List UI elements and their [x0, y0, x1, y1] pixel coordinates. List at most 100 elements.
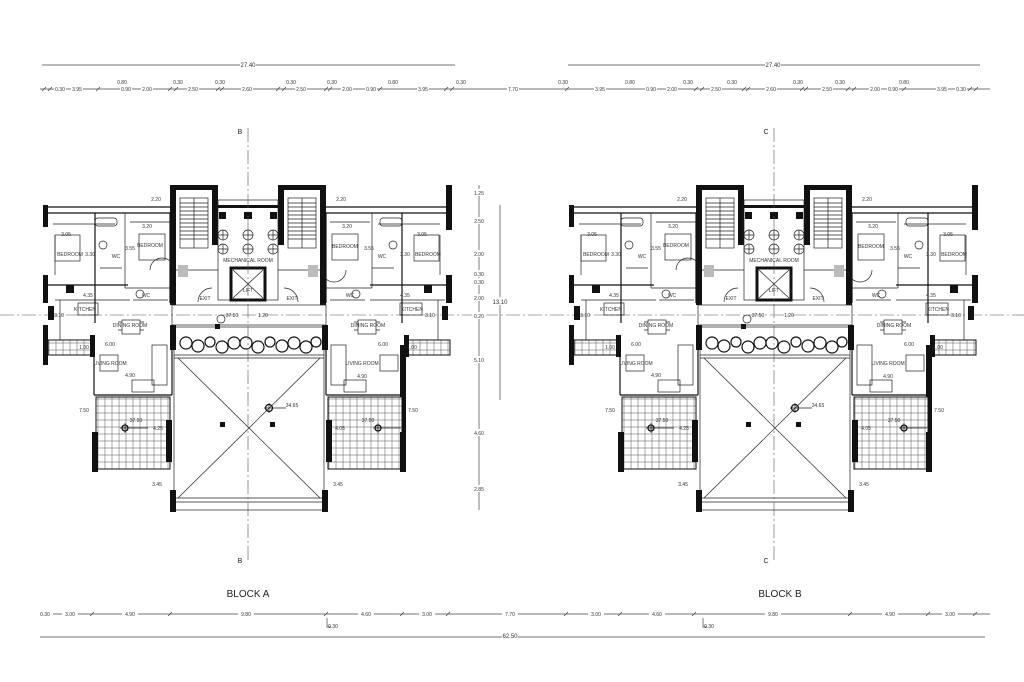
plan-label: 2.20	[151, 197, 161, 203]
dim-gap	[341, 86, 353, 92]
dim-tick	[449, 86, 455, 92]
plan-label: 3.05	[587, 232, 597, 238]
dim-value: 0.30	[474, 280, 484, 286]
plan-label: 6.00	[378, 342, 388, 348]
dim-value: 3.00	[591, 612, 601, 618]
plan-label: DINING ROOM	[877, 323, 911, 329]
dim-gap	[821, 86, 833, 92]
plan-label: LIFT	[243, 288, 253, 294]
plan-label: LIVING ROOM	[871, 361, 904, 367]
dim-gap	[765, 611, 781, 617]
dim-value: 9.80	[768, 612, 778, 618]
plan-label: 4.90	[357, 374, 367, 380]
plan-label: 7.50	[934, 408, 944, 414]
dim-tick	[167, 86, 173, 92]
dim-gap	[472, 270, 486, 277]
dim-value: 0.30	[956, 87, 966, 93]
dim-gap	[472, 294, 486, 301]
dim-value: 0.30	[474, 272, 484, 278]
plan-label: EXIT	[812, 296, 823, 302]
plan-label: 3.10	[425, 313, 435, 319]
dim-gap	[240, 62, 256, 68]
dim-gap	[365, 86, 377, 92]
dim-tick	[281, 86, 287, 92]
plan-label: DINING ROOM	[113, 323, 147, 329]
plan-label: 4.90	[125, 373, 135, 379]
plan-label: 1.00	[79, 345, 89, 351]
dim-gap	[472, 485, 486, 492]
dim-tick	[47, 86, 53, 92]
plan-label: 37.50	[888, 418, 901, 424]
plan-label: 3.10	[951, 313, 961, 319]
dim-value: 3.00	[422, 612, 432, 618]
dim-gap	[882, 611, 898, 617]
plan-label: EXIT	[286, 296, 297, 302]
dim-gap	[472, 356, 486, 363]
plan-label: 4.25	[153, 426, 163, 432]
dim-value: 1.25	[474, 191, 484, 197]
dim-value: 3.95	[595, 87, 605, 93]
plan-label: 4.90	[651, 373, 661, 379]
plan-label: 6.00	[904, 342, 914, 348]
plan-label: 7.50	[605, 408, 615, 414]
plan-label: LIVING ROOM	[93, 361, 126, 367]
plan-label: 3.55	[890, 246, 900, 252]
dim-value: 0.80	[899, 80, 909, 86]
dim-value: 0.30	[55, 87, 65, 93]
plan-label: LIVING ROOM	[619, 361, 652, 367]
dim-tick	[901, 86, 907, 92]
plan-label: WC	[112, 254, 121, 260]
dim-value: 4.60	[361, 612, 371, 618]
plan-label: 1.20	[258, 313, 268, 319]
plan-label: 4.90	[883, 374, 893, 380]
block-b-title: BLOCK B	[758, 589, 802, 600]
dim-gap	[492, 297, 508, 305]
plan-label: BEDROOM	[858, 244, 884, 250]
dim-value: 2.00	[667, 87, 677, 93]
dimension-note: 0.30	[328, 624, 338, 630]
plan-label: EXIT	[199, 296, 210, 302]
plan-label: BEDROOM	[583, 252, 609, 258]
plan-label: KITCHEN	[401, 307, 423, 313]
dim-value: 2.00	[870, 87, 880, 93]
dim-value: 2.50	[188, 87, 198, 93]
dim-tick	[851, 86, 857, 92]
plan-label: WC	[668, 293, 677, 299]
dim-gap	[241, 86, 253, 92]
dim-value: 3.00	[945, 612, 955, 618]
overall-dimension: 62.50	[502, 634, 518, 640]
dim-value: 4.90	[125, 612, 135, 618]
dim-value: 0.30	[683, 80, 693, 86]
dim-gap	[62, 611, 78, 617]
dim-gap	[472, 278, 486, 285]
plan-label: BEDROOM	[57, 252, 83, 258]
dim-value: 3.00	[65, 612, 75, 618]
dim-gap	[936, 86, 948, 92]
dim-gap	[955, 86, 967, 92]
dim-value: 0.80	[117, 80, 127, 86]
dim-gap	[238, 611, 254, 617]
plan-label: 4.35	[609, 293, 619, 299]
plan-label: KITCHEN	[927, 307, 949, 313]
dim-gap	[645, 86, 657, 92]
dim-tick	[167, 611, 173, 617]
dim-value: 2.60	[766, 87, 776, 93]
plan-label: 3.20	[142, 224, 152, 230]
dim-value: 2.85	[474, 487, 484, 493]
dim-value: 2.00	[474, 296, 484, 302]
plan-label: BEDROOM	[137, 243, 163, 249]
dim-value: 0.30	[327, 80, 337, 86]
dim-gap	[710, 86, 722, 92]
dim-gap	[120, 86, 132, 92]
dim-gap	[187, 86, 199, 92]
dim-gap	[942, 611, 958, 617]
section-mark-b-bottom: C	[763, 558, 768, 565]
dim-value: 2.00	[142, 87, 152, 93]
dim-gap	[295, 86, 307, 92]
dim-tick	[215, 86, 221, 92]
dim-tick	[845, 86, 851, 92]
dim-value: 0.30	[558, 80, 568, 86]
dim-tick	[972, 611, 978, 617]
dim-gap	[588, 611, 604, 617]
dim-tick	[443, 86, 449, 92]
